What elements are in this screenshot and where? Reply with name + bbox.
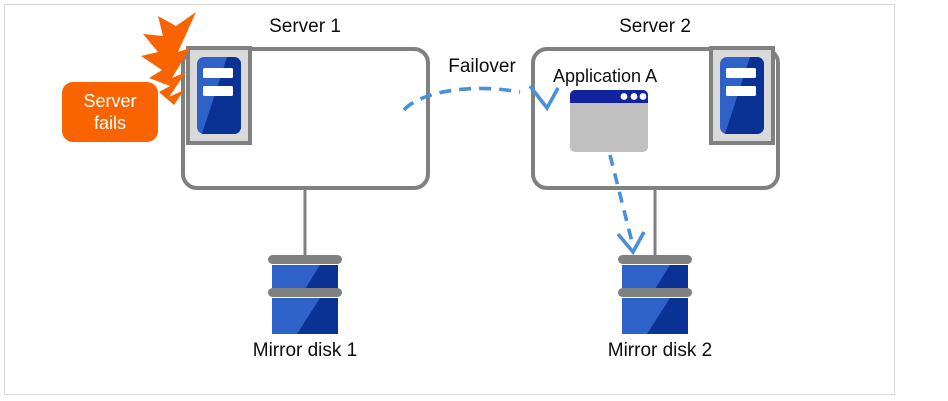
server-tower-icon xyxy=(186,46,252,145)
server-fails-line1: Server xyxy=(83,90,137,111)
failover-arrowhead-icon xyxy=(528,84,560,112)
application-window-icon[interactable] xyxy=(570,90,648,152)
server1-label: Server 1 xyxy=(269,16,341,37)
failover-arrow-icon xyxy=(402,86,521,112)
mirror-disk-2-label: Mirror disk 2 xyxy=(607,340,713,361)
server2-label: Server 2 xyxy=(619,16,691,37)
mirror-write-arrow-icon xyxy=(608,154,634,243)
lightning-flash-icon xyxy=(141,12,196,105)
application-a-label: Application A xyxy=(553,66,658,86)
server-fails-badge[interactable]: Server fails xyxy=(62,82,158,142)
failover-label: Failover xyxy=(448,56,516,77)
mirror-disk-icon[interactable] xyxy=(618,255,692,334)
mirror-disk-1-label: Mirror disk 1 xyxy=(252,340,358,361)
canvas-frame-border xyxy=(4,4,895,395)
mirror-write-arrowhead-icon xyxy=(616,231,646,256)
server-tower-icon xyxy=(709,46,775,145)
mirror-disk-icon[interactable] xyxy=(268,255,342,334)
server-fails-line2: fails xyxy=(93,113,126,133)
